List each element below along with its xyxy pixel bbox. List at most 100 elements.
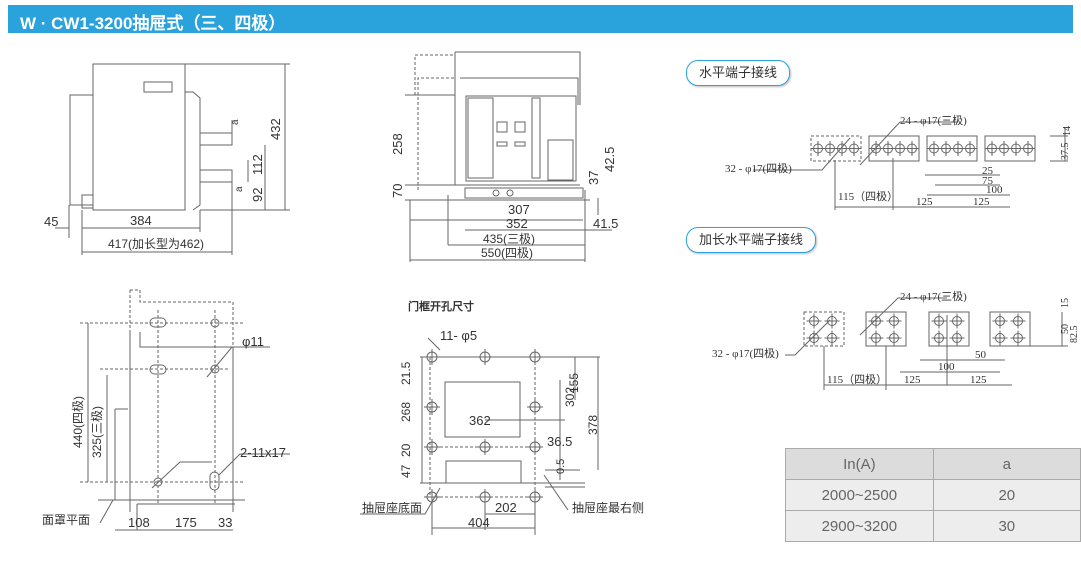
page-title: W · CW1-3200抽屉式（三、四极） [20, 14, 286, 33]
hole-centerline [824, 330, 840, 346]
dim-82-5: 82.5 [1069, 326, 1080, 344]
dim-21-5: 21.5 [399, 361, 413, 385]
hole-centerline [868, 313, 884, 329]
holes-4pole: 32 - φ17(四极) [725, 161, 792, 175]
hole-centerline [1010, 330, 1026, 346]
hole-centerline [992, 313, 1008, 329]
hole-centerline [931, 330, 947, 346]
dim-75: 75 [982, 175, 994, 187]
dim-202: 202 [495, 500, 517, 515]
ext-dim-125-b: 125 [970, 374, 987, 386]
dim-45: 45 [44, 214, 58, 229]
hole-centerline [477, 489, 493, 505]
dim-378: 378 [586, 415, 600, 435]
hole-centerline [477, 439, 493, 455]
dim-37: 37 [586, 171, 601, 185]
horizontal-terminal-diagram: 24 - φ17(三极) 32 - φ17(四极) 14 37.5 25 75 … [725, 113, 1073, 210]
dim-36-5: 36.5 [547, 434, 572, 449]
table-row: 2900~3200 30 [785, 510, 1081, 542]
table-cell: 30 [932, 510, 1081, 542]
dim-384: 384 [130, 213, 152, 228]
ext-dim-50: 50 [975, 349, 987, 361]
table-header: In(A) [785, 448, 934, 480]
hole-centerline [868, 330, 884, 346]
dim-42-5: 42.5 [602, 147, 617, 172]
slot-label: 2-11x17 [240, 445, 286, 460]
ext-holes-3pole: 24 - φ17(三极) [900, 289, 967, 303]
side-view: 432 112 92 a a 45 384 417(加长型为462) [44, 63, 290, 255]
base-bottom-label: 抽屉座底面 [362, 500, 422, 515]
mounting-view: 440(四极) 325(三极) φ11 2-11x17 108 175 33 面… [42, 289, 290, 531]
hole-centerline [904, 141, 920, 156]
hole-centerline [1010, 313, 1026, 329]
dim-550: 550(四极) [481, 246, 533, 260]
dim-108: 108 [128, 515, 150, 530]
table-cell: 2000~2500 [785, 479, 934, 511]
dim-92: 92 [250, 188, 265, 202]
base-right-label: 抽屉座最右侧 [572, 500, 644, 515]
table-row: 2000~2500 20 [785, 479, 1081, 511]
door-cutout-view: 门框开孔尺寸 11- φ5 21.5 268 20 47 362 155 302… [360, 299, 644, 535]
phi11-label: φ11 [242, 334, 264, 349]
ext-holes-4pole: 32 - φ17(四极) [712, 346, 779, 360]
door-cutout-title: 门框开孔尺寸 [408, 299, 474, 313]
dim-258: 258 [390, 133, 405, 155]
dim-15: 15 [1060, 298, 1071, 308]
dim-125-a: 125 [916, 196, 933, 208]
dim-70: 70 [390, 184, 405, 198]
dim-47: 47 [399, 464, 413, 478]
dim-307: 307 [508, 202, 530, 217]
dim-25: 25 [982, 165, 994, 177]
horizontal-terminal-label: 水平端子接线 [686, 60, 791, 86]
dim-41-5: 41.5 [593, 216, 618, 231]
hole-centerline [527, 439, 543, 455]
extended-terminal-diagram: 24 - φ17(三极) 32 - φ17(四极) 15 50 82.5 50 … [712, 289, 1080, 390]
dim-404: 404 [468, 515, 490, 530]
dim-352: 352 [506, 216, 528, 231]
dim-268: 268 [399, 402, 413, 422]
hole-centerline [1020, 141, 1036, 156]
hole-centerline [424, 399, 440, 415]
dim-115: 115（四极） [838, 189, 898, 203]
table-header-row: In(A) a [785, 448, 1081, 480]
dim-33: 33 [218, 515, 232, 530]
title-bar: W · CW1-3200抽屉式（三、四极） [8, 5, 1073, 33]
dim-0-5: 0.5 [555, 459, 567, 474]
hole-centerline [886, 330, 902, 346]
dim-435: 435(三极) [483, 232, 535, 246]
rating-table: In(A) a 2000~2500 20 2900~3200 30 [785, 448, 1081, 542]
dim-302: 302 [563, 387, 577, 407]
ext-dim-125-a: 125 [904, 374, 921, 386]
dim-440: 440(四极) [71, 396, 85, 448]
hole-centerline [962, 141, 978, 156]
dim-112: 112 [250, 154, 265, 175]
dim-125-b: 125 [973, 196, 990, 208]
table-header: a [932, 448, 1081, 480]
hole-centerline [931, 313, 947, 329]
hole-centerline [992, 330, 1008, 346]
dim-325: 325(三极) [90, 406, 104, 458]
hole-centerline [806, 313, 822, 329]
ext-dim-115: 115（四极） [827, 372, 887, 386]
dim-432: 432 [268, 118, 283, 140]
dim-a-top: a [230, 119, 241, 125]
extended-terminal-label: 加长水平端子接线 [686, 227, 817, 253]
front-view: 258 70 37 42.5 307 352 41.5 435(三极) 550(… [390, 51, 618, 262]
hole-centerline [949, 313, 965, 329]
dim-175: 175 [175, 515, 197, 530]
panel-plane-label: 面罩平面 [42, 513, 90, 527]
ext-dim-100: 100 [938, 361, 955, 373]
hole-centerline [886, 313, 902, 329]
dim-a-bottom: a [234, 186, 245, 192]
dim-362: 362 [469, 413, 491, 428]
holes-label: 11- φ5 [440, 328, 477, 343]
hole-centerline [806, 330, 822, 346]
dim-100: 100 [986, 184, 1003, 196]
holes-3pole: 24 - φ17(三极) [900, 113, 967, 127]
table-cell: 2900~3200 [785, 510, 934, 542]
dim-155: 155 [567, 373, 581, 393]
dim-417: 417(加长型为462) [108, 237, 204, 251]
hole-centerline [824, 313, 840, 329]
hole-centerline [527, 399, 543, 415]
table-cell: 20 [932, 479, 1081, 511]
